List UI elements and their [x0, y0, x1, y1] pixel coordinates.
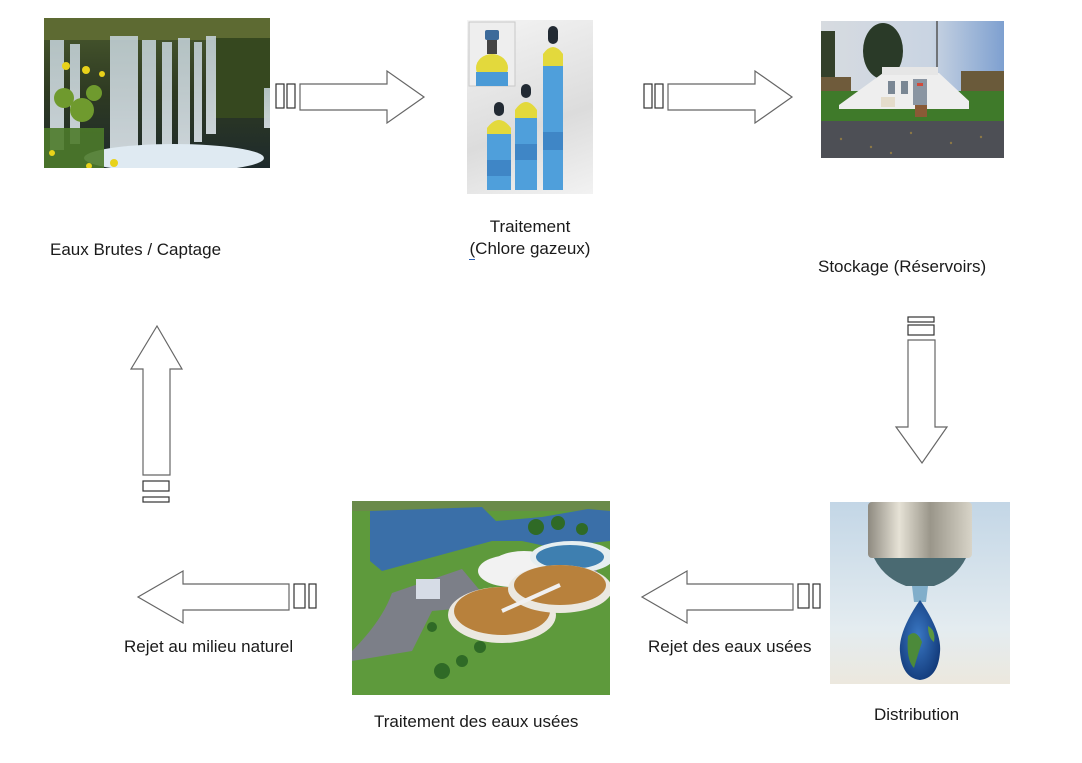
arrow-left-icon [136, 569, 290, 625]
arrow-right-icon [299, 69, 426, 125]
distribution-image [830, 502, 1010, 684]
node-label-traitement: Traitement (Chlore gazeux) [468, 216, 592, 260]
node-label-traitement-line1: Traitement [489, 217, 571, 236]
arrow-tail-bar [797, 583, 810, 609]
arrow-tail-bar [286, 83, 296, 109]
wastewater-plant-image [352, 501, 610, 695]
node-label-captage: Eaux Brutes / Captage [50, 240, 222, 259]
arrow-tail-bar [654, 83, 664, 109]
arrow-tail-bar [142, 496, 170, 503]
arrow-nature-to-captage [129, 324, 184, 503]
arrow-tail-bar [142, 480, 170, 492]
arrow-tail-bar [643, 83, 653, 109]
arrow-traitement-to-stockage [643, 69, 794, 125]
reservoir-image [821, 21, 1004, 158]
arrow-tail-bar [308, 583, 317, 609]
arrow-wastewater-to-nature [136, 569, 317, 625]
arrow-right-icon [667, 69, 794, 125]
node-label-distribution: Distribution [874, 705, 960, 724]
chlorine-cylinders-image [467, 20, 593, 194]
arrow-tail-bar [812, 583, 821, 609]
arrow-captage-to-traitement [275, 69, 426, 125]
arrow-tail-bar [907, 324, 935, 336]
node-label-traitement-line2: (Chlore gazeux) [469, 239, 591, 258]
arrow-stockage-to-distribution [894, 316, 949, 465]
arrow-tail-bar [293, 583, 306, 609]
arrow-tail-bar [275, 83, 285, 109]
waterfall-image [44, 18, 270, 168]
edge-label-rejet-milieu-naturel: Rejet au milieu naturel [124, 637, 294, 656]
arrow-tail-bar [907, 316, 935, 323]
arrow-down-icon [894, 339, 949, 465]
node-label-traitement-eaux-usees: Traitement des eaux usées [374, 712, 579, 731]
node-label-stockage: Stockage (Réservoirs) [818, 257, 987, 276]
arrow-up-icon [129, 324, 184, 476]
arrow-distribution-to-wastewater [640, 569, 821, 625]
anchor-marker [469, 257, 475, 260]
arrow-left-icon [640, 569, 794, 625]
edge-label-rejet-eaux-usees: Rejet des eaux usées [648, 637, 812, 656]
